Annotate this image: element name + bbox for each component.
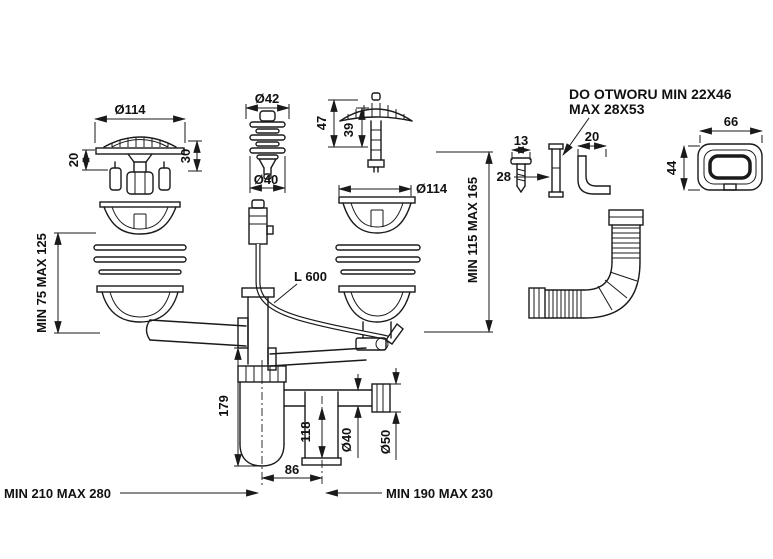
dim-label-dia40-bottom: Ø40 (339, 428, 354, 453)
dim-min115-max165: MIN 115 MAX 165 (424, 150, 493, 334)
dim-label-20: 20 (66, 153, 81, 167)
overflow-cover (697, 143, 763, 191)
dim-dia40-top: Ø40 (248, 156, 287, 193)
dim-28: 28 (497, 169, 551, 184)
dim-label-28: 28 (497, 169, 511, 184)
dim-label-dia114-right: Ø114 (416, 181, 448, 196)
dim-label-44: 44 (664, 160, 679, 175)
strainer-body-right (338, 196, 416, 234)
dim-label-min190: MIN 190 MAX 230 (386, 486, 493, 501)
note-line2: MAX 28X53 (569, 101, 645, 117)
dim-dia50: Ø50 (378, 368, 401, 460)
dim-label-dia50: Ø50 (378, 430, 393, 455)
overflow-umbrella-cap (339, 92, 413, 173)
dim-min210-max280: MIN 210 MAX 280 (4, 486, 260, 501)
dim-label-13: 13 (514, 133, 528, 148)
dim-label-86: 86 (285, 462, 299, 477)
dim-label-min115: MIN 115 MAX 165 (465, 177, 480, 283)
dim-label-30: 30 (178, 149, 193, 163)
dim-label-l600: L 600 (294, 269, 327, 284)
dim-dia114-right: Ø114 (337, 181, 448, 196)
inlet-connector (248, 199, 274, 245)
dim-47: 47 (314, 98, 368, 149)
dim-min190-max230: MIN 190 MAX 230 (324, 486, 493, 501)
dim-label-dia42: Ø42 (255, 91, 280, 106)
dim-dia114-left: Ø114 (93, 102, 187, 143)
note-line1: DO OTWORU MIN 22X46 (569, 86, 732, 102)
dim-20-left: 20 (66, 148, 108, 172)
strainer-bottom-left (96, 285, 184, 323)
dim-label-dia114-left: Ø114 (114, 102, 146, 117)
dim-30-left: 30 (178, 139, 202, 173)
dim-118: 118 (298, 406, 326, 460)
dim-label-66: 66 (724, 114, 738, 129)
central-tee (241, 287, 275, 365)
flexible-hose-l600: L 600 (255, 244, 389, 341)
overflow-screw (510, 157, 532, 194)
corrugated-hose (528, 209, 644, 319)
dim-86: 86 (260, 462, 324, 482)
dim-dia40-bottom: Ø40 (339, 374, 362, 458)
dim-39: 39 (341, 106, 369, 149)
strainer-bottom-right (338, 285, 416, 339)
left-waste-pipe (145, 317, 249, 349)
strainer-body-left (99, 201, 181, 235)
gaskets-right (335, 244, 421, 275)
dim-label-118: 118 (298, 422, 313, 443)
strainer-cap-left (95, 136, 185, 195)
dim-44: 44 (664, 144, 700, 192)
right-valve-and-pipe (267, 322, 404, 371)
dim-179: 179 (216, 346, 260, 468)
dim-dia42: Ø42 (244, 91, 291, 119)
dim-label-dia40-top: Ø40 (254, 172, 279, 187)
dim-13: 13 (510, 133, 532, 160)
dim-label-47: 47 (314, 116, 329, 130)
dim-label-min210: MIN 210 MAX 280 (4, 486, 111, 501)
dim-66: 66 (698, 114, 764, 143)
gaskets-left (93, 244, 187, 275)
dim-label-179: 179 (216, 395, 231, 417)
hole-size-note: DO OTWORU MIN 22X46 MAX 28X53 (562, 86, 732, 156)
dim-label-39: 39 (341, 123, 356, 137)
dim-min75-max125: MIN 75 MAX 125 (34, 231, 100, 335)
dim-label-20b: 20 (585, 129, 599, 144)
overflow-post (548, 143, 564, 198)
dim-label-min75: MIN 75 MAX 125 (34, 233, 49, 333)
dim-20b: 20 (576, 129, 608, 157)
overflow-elbow (577, 155, 611, 195)
drain-plug (249, 110, 286, 180)
